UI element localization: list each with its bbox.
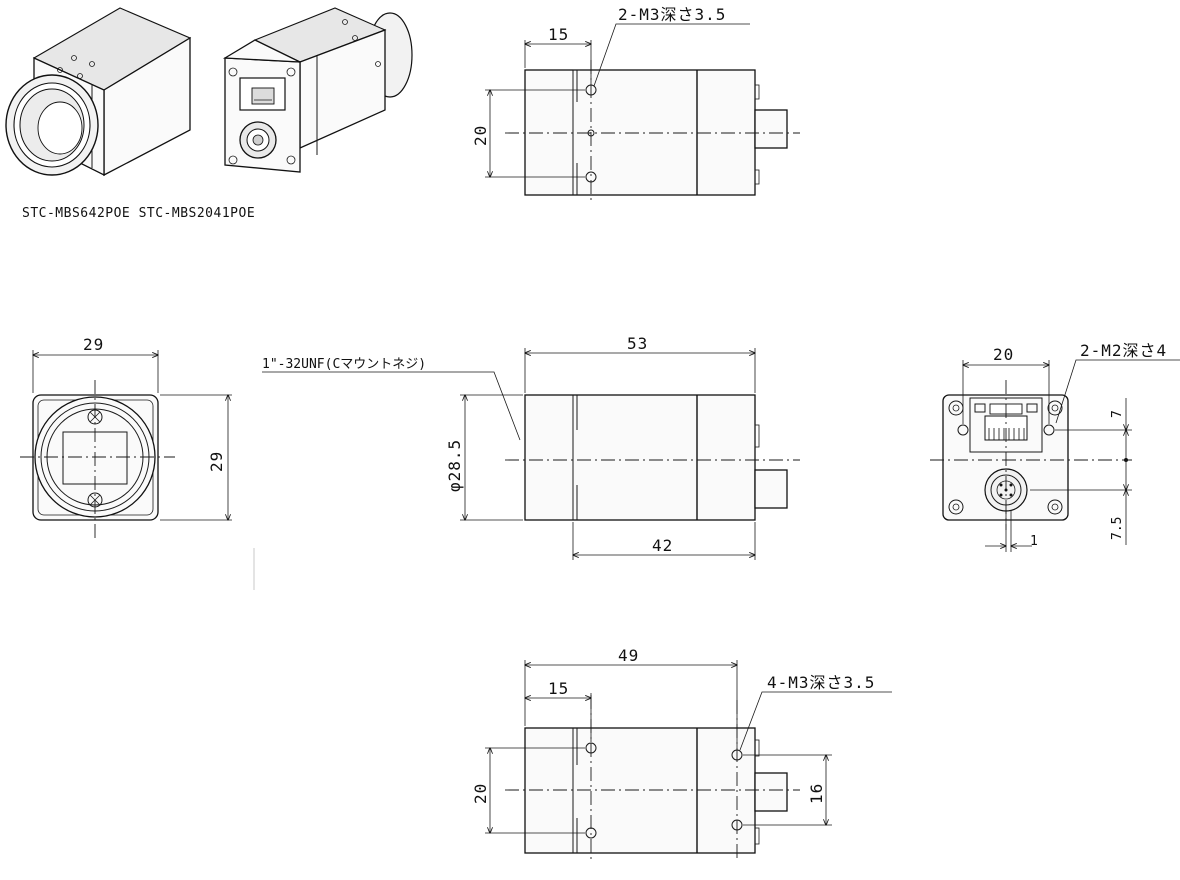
top-hole-note: 2-M3深さ3.5 (618, 5, 726, 24)
side-view (262, 348, 800, 560)
top-view (485, 23, 800, 200)
rear-hole-note: 2-M2深さ4 (1080, 341, 1167, 360)
bottom-dim-49: 49 (618, 646, 639, 665)
side-dim-body: 42 (652, 536, 673, 555)
rear-view (930, 359, 1180, 552)
bottom-dim-20: 20 (471, 783, 490, 804)
lens-dim-width: 29 (83, 335, 104, 354)
rear-dim-20: 20 (993, 345, 1014, 364)
camera-photo-rear (222, 7, 413, 173)
lens-front-view (20, 350, 255, 590)
rear-dim-7-5: 7.5 (1110, 517, 1125, 540)
side-dim-diameter: φ28.5 (445, 439, 464, 492)
bottom-hole-note: 4-M3深さ3.5 (767, 673, 875, 692)
lens-dim-height: 29 (207, 451, 226, 472)
bottom-dim-15: 15 (548, 679, 569, 698)
bottom-dim-16: 16 (807, 783, 826, 804)
top-dim-20: 20 (471, 125, 490, 146)
bottom-view (485, 660, 892, 860)
rear-dim-7: 7 (1110, 410, 1125, 418)
model-caption: STC-MBS642POE STC-MBS2041POE (22, 206, 255, 221)
side-dim-length: 53 (627, 334, 648, 353)
rear-dim-1: 1 (1030, 534, 1038, 549)
side-mount-note: 1"-32UNF(Cマウントネジ) (262, 357, 426, 372)
camera-photo-front (5, 7, 192, 177)
top-dim-15: 15 (548, 25, 569, 44)
